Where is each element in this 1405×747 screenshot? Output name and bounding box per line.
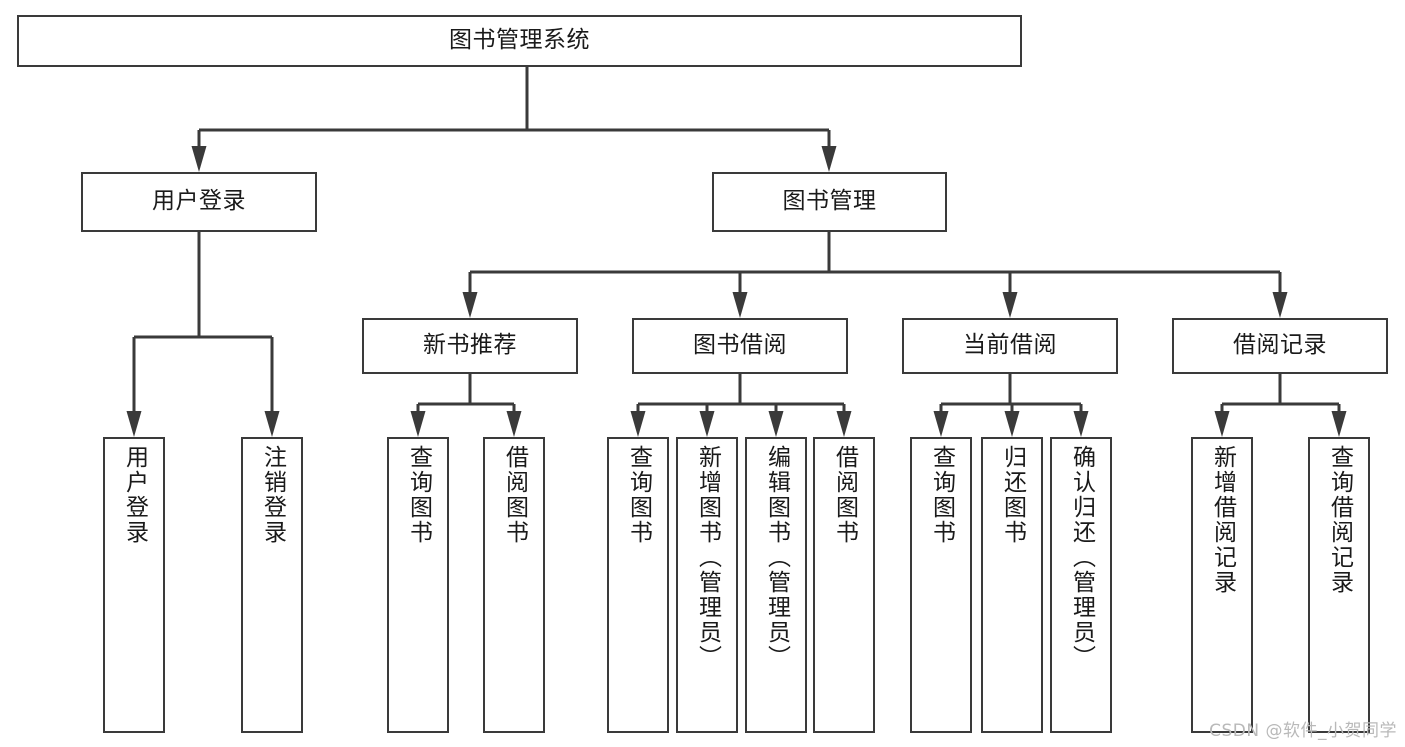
- node-label: 查询图书: [928, 445, 955, 545]
- node-label: 新增借阅记录: [1209, 445, 1236, 595]
- arrowhead-n5-to-n17: [1073, 411, 1089, 437]
- arrowhead-n4-to-n11: [630, 411, 646, 437]
- arrowhead-n2-to-n3: [462, 292, 478, 318]
- arrowhead-n2-to-n4: [732, 292, 748, 318]
- arrowhead-n6-to-n19: [1331, 411, 1347, 437]
- arrowhead-n5-to-n15: [933, 411, 949, 437]
- node-n1[interactable]: 用户登录: [81, 172, 317, 232]
- node-n7[interactable]: 用户登录: [103, 437, 165, 733]
- node-n2[interactable]: 图书管理: [712, 172, 947, 232]
- node-n18[interactable]: 新增借阅记录: [1191, 437, 1253, 733]
- node-label: 用户登录: [121, 445, 148, 545]
- node-n0[interactable]: 图书管理系统: [17, 15, 1022, 67]
- node-label: 注销登录: [259, 445, 286, 545]
- node-n17[interactable]: 确认归还（管理员）: [1050, 437, 1112, 733]
- arrowhead-n2-to-n5: [1002, 292, 1018, 318]
- node-n8[interactable]: 注销登录: [241, 437, 303, 733]
- node-n13[interactable]: 编辑图书（管理员）: [745, 437, 807, 733]
- node-n6[interactable]: 借阅记录: [1172, 318, 1388, 374]
- node-n9[interactable]: 查询图书: [387, 437, 449, 733]
- arrowhead-n2-to-n6: [1272, 292, 1288, 318]
- node-label: 查询借阅记录: [1326, 445, 1353, 595]
- connector-group: [126, 67, 1347, 437]
- node-label: 用户登录: [152, 188, 246, 215]
- node-n14[interactable]: 借阅图书: [813, 437, 875, 733]
- node-label: 新增图书（管理员）: [694, 445, 721, 670]
- node-label: 图书管理系统: [449, 27, 590, 54]
- node-n12[interactable]: 新增图书（管理员）: [676, 437, 738, 733]
- node-n15[interactable]: 查询图书: [910, 437, 972, 733]
- arrowhead-n1-to-n8: [264, 411, 280, 437]
- node-n16[interactable]: 归还图书: [981, 437, 1043, 733]
- node-n11[interactable]: 查询图书: [607, 437, 669, 733]
- node-label: 查询图书: [405, 445, 432, 545]
- arrowhead-n1-to-n7: [126, 411, 142, 437]
- node-label: 归还图书: [999, 445, 1026, 545]
- node-label: 确认归还（管理员）: [1068, 445, 1095, 670]
- node-label: 图书管理: [782, 188, 877, 215]
- node-label: 借阅记录: [1233, 332, 1327, 359]
- node-n5[interactable]: 当前借阅: [902, 318, 1118, 374]
- arrowhead-n4-to-n12: [699, 411, 715, 437]
- node-n3[interactable]: 新书推荐: [362, 318, 578, 374]
- arrowhead-n6-to-n18: [1214, 411, 1230, 437]
- node-label: 借阅图书: [831, 445, 858, 545]
- arrowhead-root-to-n2: [821, 146, 837, 172]
- arrowhead-root-to-n1: [191, 146, 207, 172]
- node-n10[interactable]: 借阅图书: [483, 437, 545, 733]
- node-n4[interactable]: 图书借阅: [632, 318, 848, 374]
- node-label: 当前借阅: [963, 332, 1057, 359]
- node-label: 编辑图书（管理员）: [763, 445, 790, 670]
- arrowhead-n4-to-n14: [836, 411, 852, 437]
- arrowhead-n5-to-n16: [1004, 411, 1020, 437]
- node-label: 借阅图书: [501, 445, 528, 545]
- node-n19[interactable]: 查询借阅记录: [1308, 437, 1370, 733]
- arrowhead-n3-to-n9: [410, 411, 426, 437]
- arrowhead-n3-to-n10: [506, 411, 522, 437]
- node-label: 查询图书: [625, 445, 652, 545]
- node-label: 新书推荐: [423, 332, 517, 359]
- node-label: 图书借阅: [693, 332, 787, 359]
- arrowhead-n4-to-n13: [768, 411, 784, 437]
